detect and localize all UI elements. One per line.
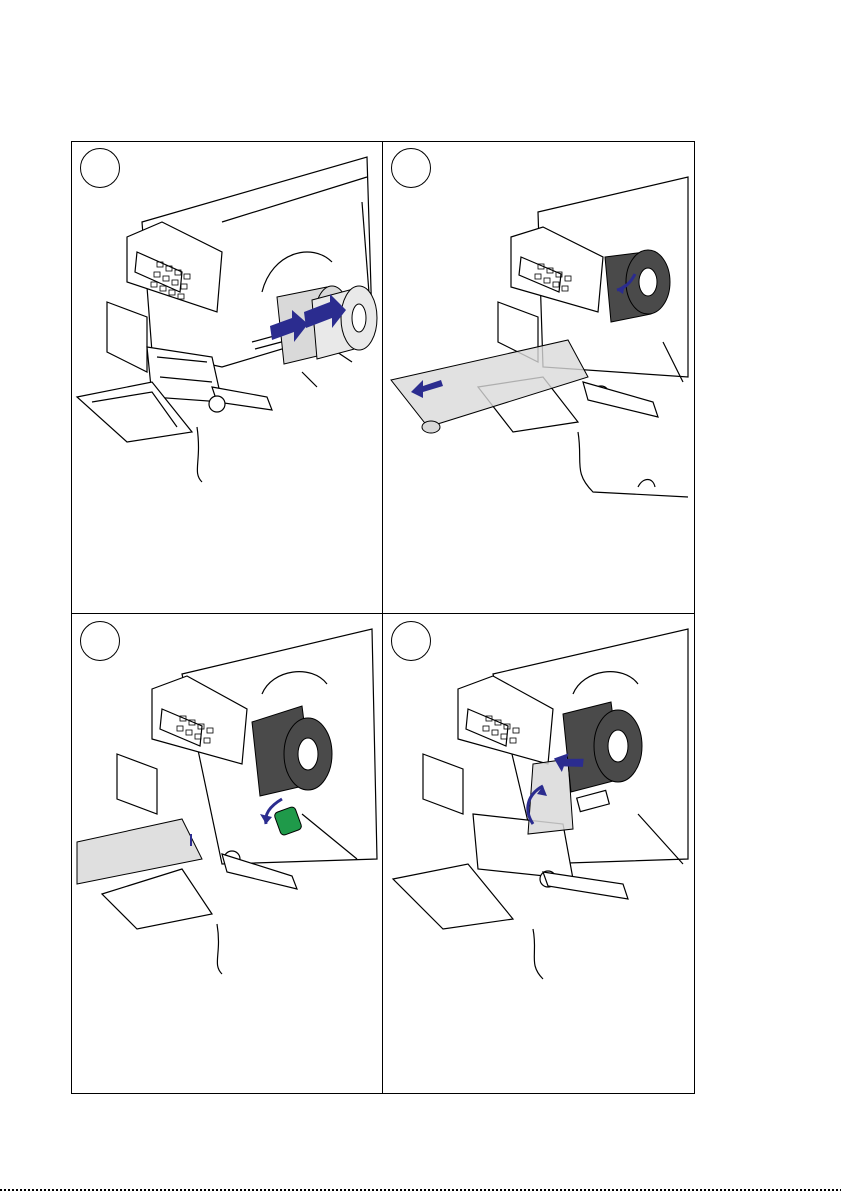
ribbon-strip bbox=[528, 759, 573, 834]
illustration-step-2 bbox=[383, 142, 694, 612]
illustration-step-1 bbox=[72, 142, 382, 612]
illustration-step-4 bbox=[383, 614, 694, 1092]
illustration-step-3 bbox=[72, 614, 382, 1092]
